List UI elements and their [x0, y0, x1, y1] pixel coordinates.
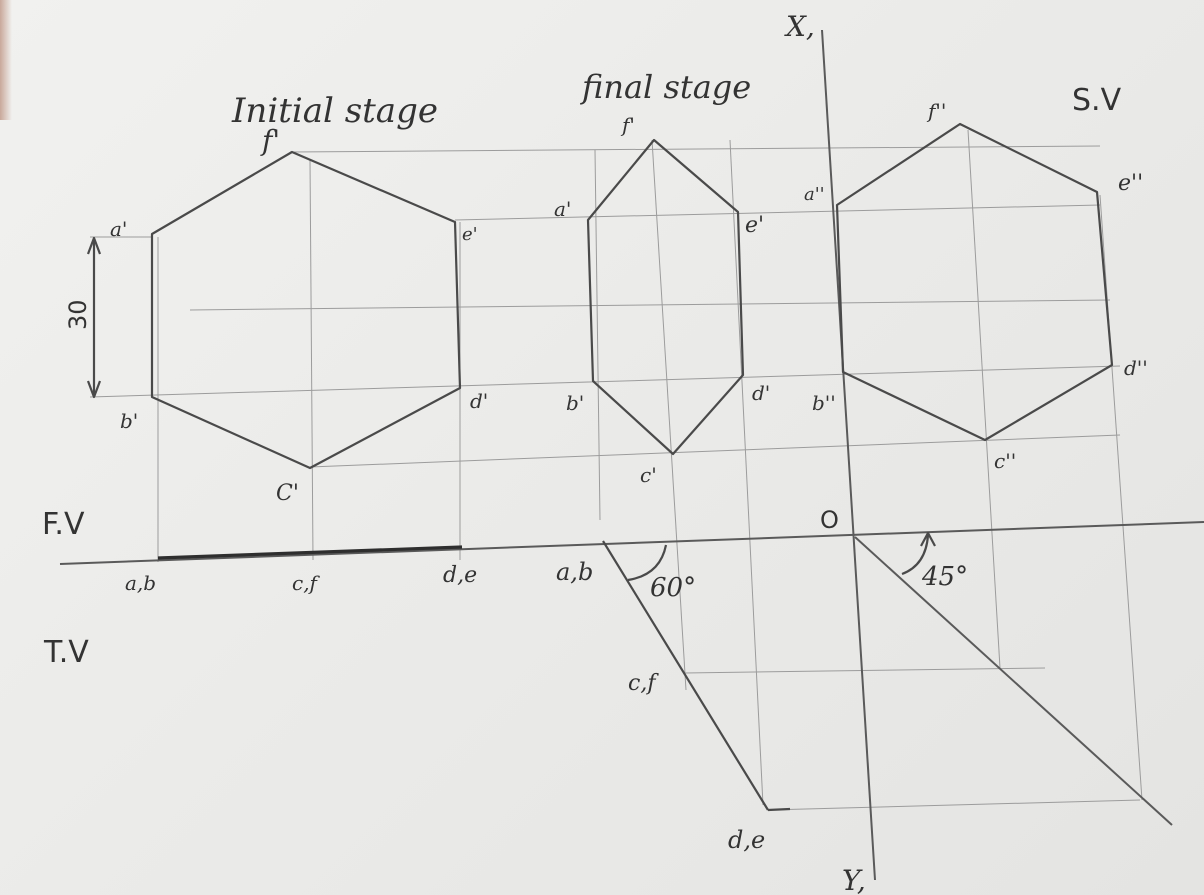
- origin-label: O: [820, 506, 839, 534]
- final-label-d: d': [752, 381, 770, 405]
- final-label-a: a': [554, 197, 571, 221]
- initial-hexagon-front-view: [150, 150, 462, 470]
- angle-arc-60: [627, 544, 668, 582]
- final-label-b: b': [566, 391, 584, 415]
- label-tv-cf: c,f: [292, 571, 321, 595]
- front-view-label: F.V: [42, 507, 85, 542]
- dimension-30: 30: [64, 236, 102, 399]
- x1-label: X,: [784, 10, 815, 43]
- final-label-tv-cf: c,f: [628, 671, 659, 696]
- label-tv-de: d,e: [443, 563, 477, 588]
- side-label-a: a'': [804, 184, 825, 205]
- sv-projector-1: [967, 129, 1001, 669]
- projector-f: [289, 145, 1101, 153]
- label-f: f': [260, 124, 280, 157]
- final-stage-title: final stage: [580, 68, 751, 106]
- final-label-f: f': [620, 113, 635, 137]
- label-c: C': [276, 481, 299, 506]
- final-projector-2: [651, 139, 687, 691]
- label-e: e': [462, 224, 478, 245]
- dimension-arrow-top: [86, 236, 102, 255]
- initial-point-labels: a' b' C' d' e' f' a,b c,f d,e: [110, 124, 488, 595]
- side-label-f: f'': [926, 99, 946, 123]
- xy-reference-line: [59, 521, 1204, 565]
- paper-edge-shadow: [0, 0, 12, 120]
- x1y1-reference-line: [821, 29, 876, 881]
- projector-e: [454, 204, 1101, 221]
- final-label-tv-ab: a,b: [556, 558, 593, 586]
- side-view-title: S.V: [1072, 83, 1122, 118]
- final-hexagon-front-view: [586, 138, 745, 456]
- projector-mid: [189, 299, 1111, 311]
- final-label-e: e': [745, 213, 764, 238]
- side-label-e: e'': [1118, 171, 1143, 196]
- top-view-label: T.V: [43, 635, 89, 670]
- label-tv-ab: a,b: [125, 571, 156, 595]
- angle-arc-45: [901, 534, 930, 576]
- label-b: b': [120, 409, 138, 433]
- final-label-c: c': [640, 463, 657, 487]
- dimension-arrow-bottom: [86, 380, 102, 399]
- y1-label: Y,: [842, 864, 866, 895]
- side-label-c: c'': [994, 449, 1016, 473]
- final-point-labels: a' b' c' d' e' f' a,b c,f d,e: [554, 113, 770, 854]
- label-d: d': [470, 389, 488, 413]
- initial-top-view-edge: [157, 545, 463, 560]
- construction-lines: [89, 129, 1143, 811]
- side-view-hexagon: [835, 122, 1114, 442]
- final-projector-3: [729, 139, 764, 806]
- initial-stage-title: Initial stage: [231, 91, 438, 131]
- projector-bd: [89, 365, 1121, 398]
- projector-cf-vertical: [309, 159, 314, 561]
- tv-de-horizontal: [767, 799, 1141, 811]
- final-top-view-end: [767, 807, 791, 812]
- tv-cf-horizontal: [684, 667, 1046, 674]
- final-label-tv-de: d,e: [728, 826, 765, 854]
- side-label-b: b'': [812, 391, 836, 415]
- final-top-view-edge: [602, 540, 769, 811]
- angle-arrow-45: [920, 531, 936, 547]
- side-point-labels: a'' b'' c'' d'' e'' f'': [804, 99, 1148, 473]
- side-label-d: d'': [1124, 356, 1148, 380]
- miter-line-45: [854, 536, 1173, 826]
- label-a: a': [110, 217, 127, 241]
- sv-projector-2: [1099, 194, 1143, 801]
- angle-45-label: 45°: [921, 562, 968, 592]
- dimension-value: 30: [64, 299, 92, 330]
- angle-60-label: 60°: [650, 573, 696, 603]
